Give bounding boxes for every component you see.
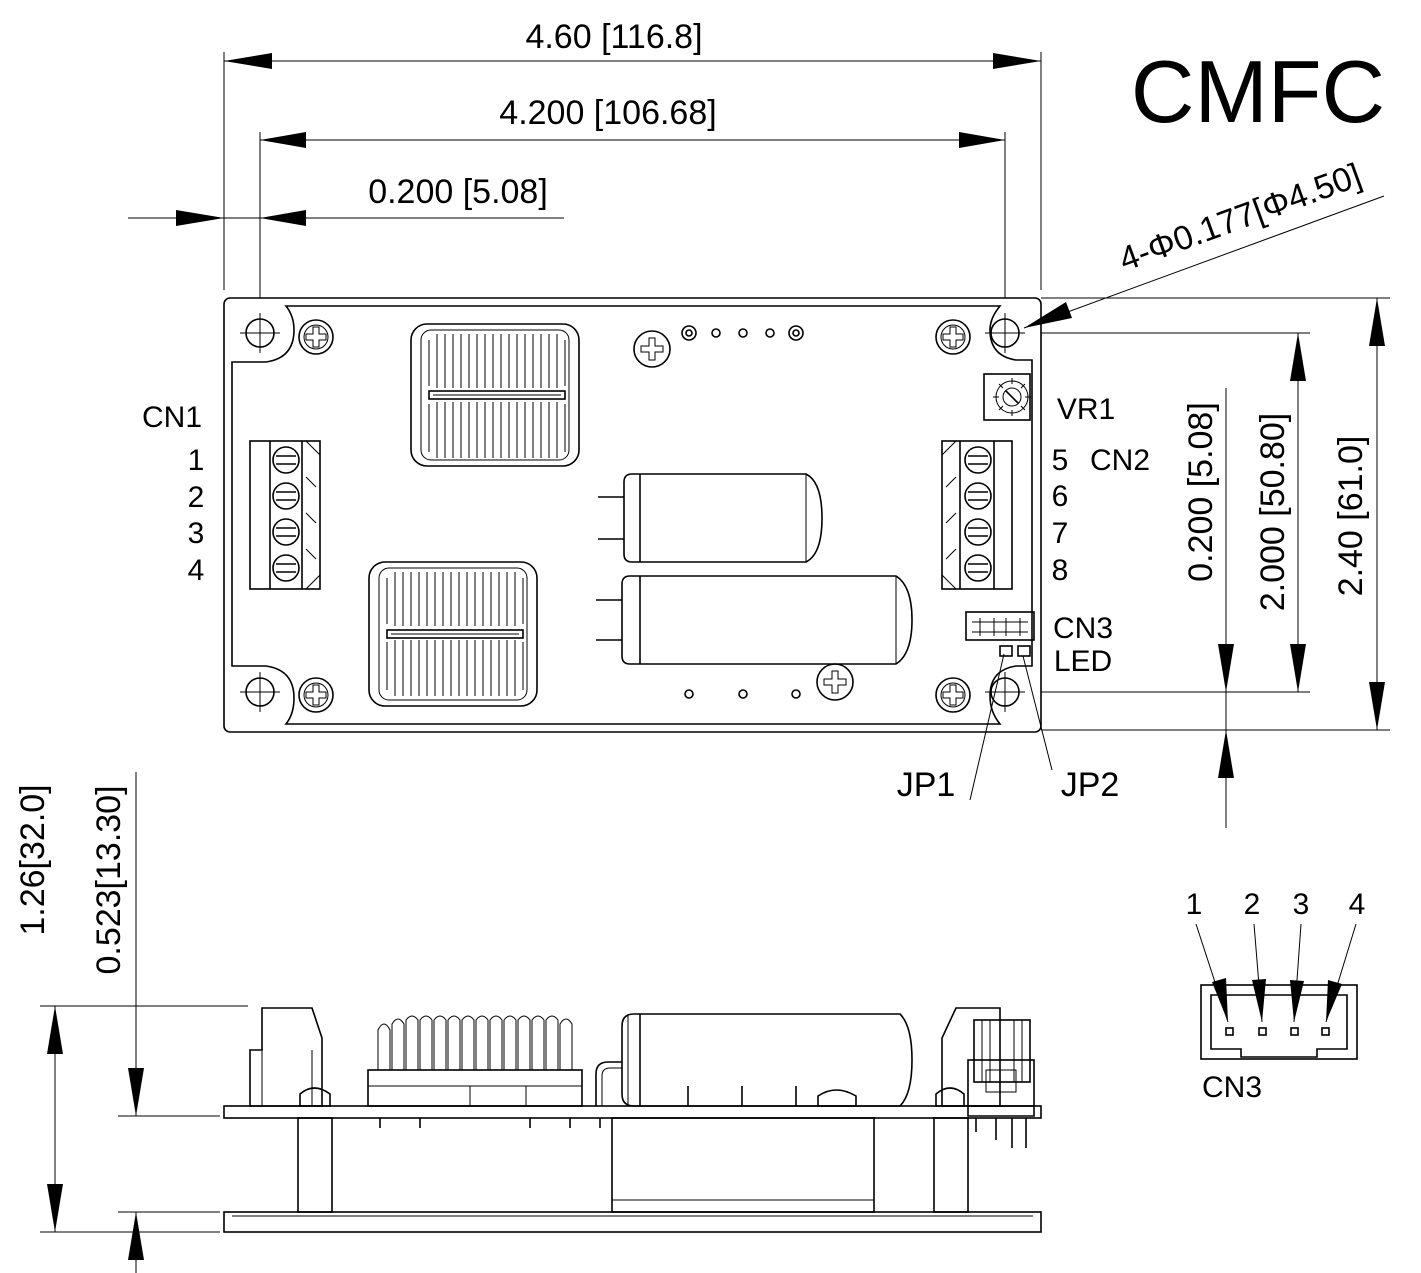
cn3-detail-pin-3: 3: [1293, 888, 1310, 921]
cn3-detail-pin-2: 2: [1244, 888, 1261, 921]
cn3-detail-label: CN3: [1202, 1071, 1262, 1104]
cn3-label: CN3: [1053, 612, 1113, 645]
dim-hole-offset-x: 0.200 [5.08]: [368, 173, 548, 211]
side-view-dimensions: 1.26[32.0] 0.523[13.30]: [14, 772, 248, 1273]
capacitor-lower: [596, 575, 913, 665]
jp1-label: JP1: [897, 766, 956, 804]
inductor-upper: [410, 323, 580, 467]
top-view-board: [223, 297, 1042, 733]
cn2-pin-8: 8: [1052, 554, 1069, 587]
screws: [298, 319, 971, 713]
side-view: [223, 1007, 1042, 1233]
led-label: LED: [1054, 645, 1112, 678]
cn1-terminal-block: [249, 440, 321, 590]
right-dimensions: 2.40 [61.0] 2.000 [50.80] 0.200 [5.08]: [1041, 297, 1390, 828]
cn2-label: CN2: [1090, 444, 1150, 477]
cn3-connector: [965, 611, 1035, 657]
cn2-pin-5: 5: [1052, 444, 1069, 477]
pads-bottom: [684, 689, 801, 699]
dim-overall-height: 2.40 [61.0]: [1332, 436, 1370, 597]
cn2-pin-6: 6: [1052, 480, 1069, 513]
dim-hole-spacing-height: 2.000 [50.80]: [1254, 413, 1292, 612]
vr1-label: VR1: [1057, 393, 1115, 426]
cn3-detail: 1 2 3 4 CN3: [1186, 888, 1366, 1104]
cn3-detail-pin-1: 1: [1186, 888, 1203, 921]
cn1-pin-2: 2: [188, 481, 205, 514]
pads-top: [681, 325, 804, 341]
inductor-lower: [368, 561, 538, 707]
cn2-terminal-block: [941, 440, 1013, 590]
cn1-pin-4: 4: [188, 554, 205, 587]
cn1-pin-3: 3: [188, 517, 205, 550]
dim-board-thickness: 0.523[13.30]: [90, 785, 128, 974]
dim-overall-width: 4.60 [116.8]: [525, 18, 702, 56]
dim-total-thickness: 1.26[32.0]: [14, 784, 52, 935]
mounting-holes: [240, 313, 1025, 712]
top-view-labels: CN1 1 2 3 4 5 CN2 6 7 8 VR1 CN3 LED JP1 …: [142, 393, 1150, 804]
cn2-pin-7: 7: [1052, 517, 1069, 550]
cn3-detail-pin-4: 4: [1349, 888, 1366, 921]
vr1-potentiometer: [983, 373, 1031, 421]
capacitor-upper: [598, 473, 823, 563]
drawing-title: CMFC: [1131, 42, 1385, 141]
dim-hole-spacing-width: 4.200 [106.68]: [499, 94, 716, 132]
dim-hole-offset-y: 0.200 [5.08]: [1182, 402, 1220, 582]
jp2-label: JP2: [1061, 766, 1120, 804]
cn1-label: CN1: [142, 401, 202, 434]
cn1-pin-1: 1: [188, 444, 205, 477]
dim-hole-spec: 4-Φ0.177[Φ4.50]: [1114, 156, 1366, 279]
